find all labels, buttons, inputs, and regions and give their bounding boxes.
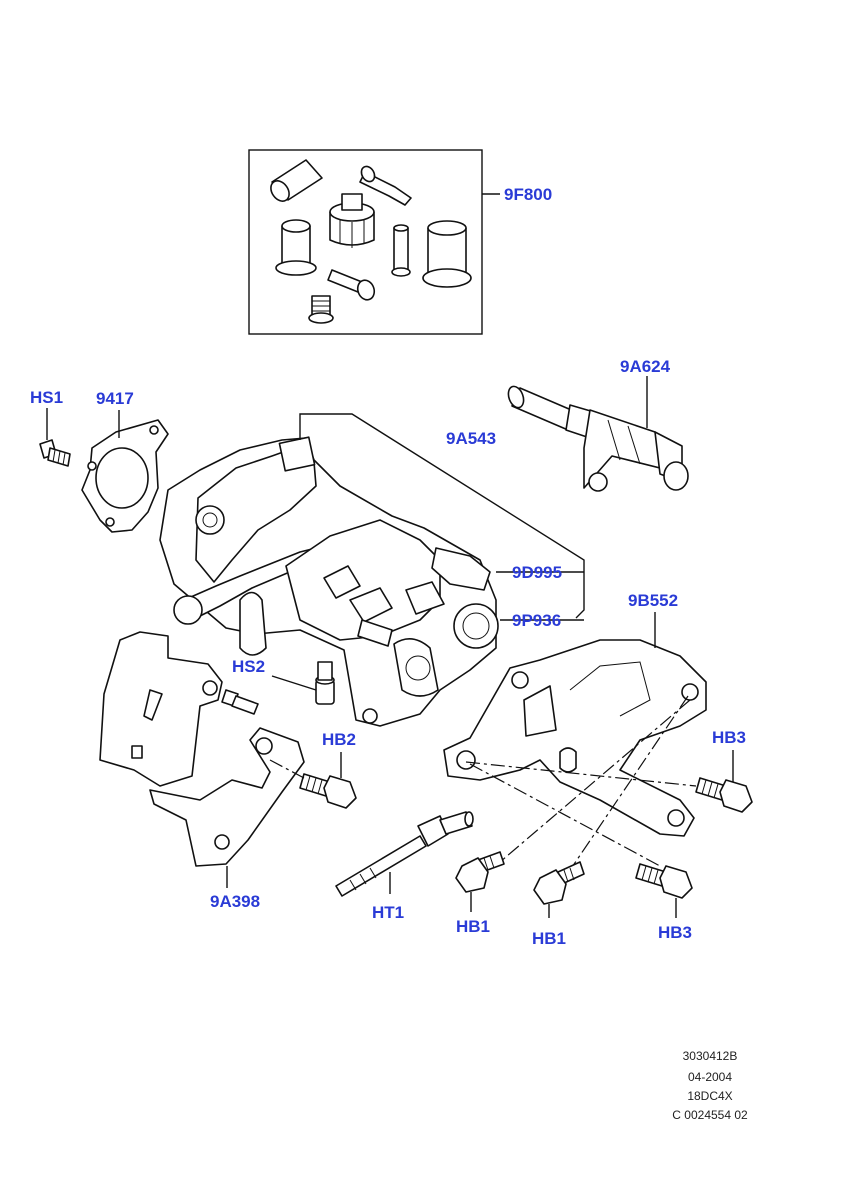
label-hs1: HS1 xyxy=(30,388,63,407)
part-ht1-stud xyxy=(335,811,474,897)
label-hb3-lower: HB3 xyxy=(658,923,692,942)
label-9d995: 9D995 xyxy=(512,563,562,582)
label-9417: 9417 xyxy=(96,389,134,408)
leader-9a543 xyxy=(299,413,585,619)
label-9p936: 9P936 xyxy=(512,611,561,630)
kit-mushroom-pin xyxy=(327,269,376,301)
label-9a543: 9A543 xyxy=(446,429,496,448)
part-hb3-upper-bolt xyxy=(695,777,753,813)
kit-pin xyxy=(359,165,412,206)
part-9a398-plate xyxy=(99,631,305,867)
label-hb3-upper: HB3 xyxy=(712,728,746,747)
kit-sleeve-right xyxy=(422,220,472,288)
label-ht1: HT1 xyxy=(372,903,404,922)
part-hb1-bolt-b xyxy=(533,861,585,905)
part-9417-gasket xyxy=(81,419,169,533)
part-9a543-pump xyxy=(159,436,499,727)
ref-line-1: 3030412B xyxy=(683,1049,738,1063)
kit-thin-pin xyxy=(391,224,411,277)
label-hb2: HB2 xyxy=(322,730,356,749)
part-hb1-bolt-a xyxy=(455,851,505,893)
leader-hs2 xyxy=(271,675,317,691)
ref-line-4: C 0024554 02 xyxy=(672,1108,748,1122)
part-9b552-bracket xyxy=(443,639,707,837)
kit-sleeve-angled xyxy=(270,159,323,202)
ref-line-2: 04-2004 xyxy=(688,1070,732,1084)
kit-box xyxy=(248,149,500,335)
part-hb3-lower-bolt xyxy=(635,863,693,899)
label-9a398: 9A398 xyxy=(210,892,260,911)
part-hs1-screw xyxy=(39,439,71,467)
kit-screw xyxy=(308,295,334,324)
ref-line-3: 18DC4X xyxy=(687,1089,732,1103)
kit-cap xyxy=(329,193,375,248)
kit-frame xyxy=(248,149,483,335)
part-hs2-stud xyxy=(221,689,259,715)
part-9a624-tube xyxy=(507,385,689,492)
assembly-line-4 xyxy=(499,699,691,863)
reference-block: 3030412B 04-2004 18DC4X C 0024554 02 xyxy=(672,1049,748,1122)
label-9b552: 9B552 xyxy=(628,591,678,610)
assembly-line-1 xyxy=(465,761,697,787)
label-hb1-b: HB1 xyxy=(532,929,566,948)
assembly-line-2 xyxy=(469,763,661,867)
label-9f800: 9F800 xyxy=(504,185,552,204)
kit-sleeve-left xyxy=(275,219,317,276)
part-hb2-bolt xyxy=(299,773,357,809)
part-hs2-nut xyxy=(315,661,335,705)
assembly-line-3 xyxy=(565,695,689,877)
label-9a624: 9A624 xyxy=(620,357,671,376)
hb2-axis xyxy=(269,759,305,779)
label-hs2: HS2 xyxy=(232,657,265,676)
label-hb1-a: HB1 xyxy=(456,917,490,936)
